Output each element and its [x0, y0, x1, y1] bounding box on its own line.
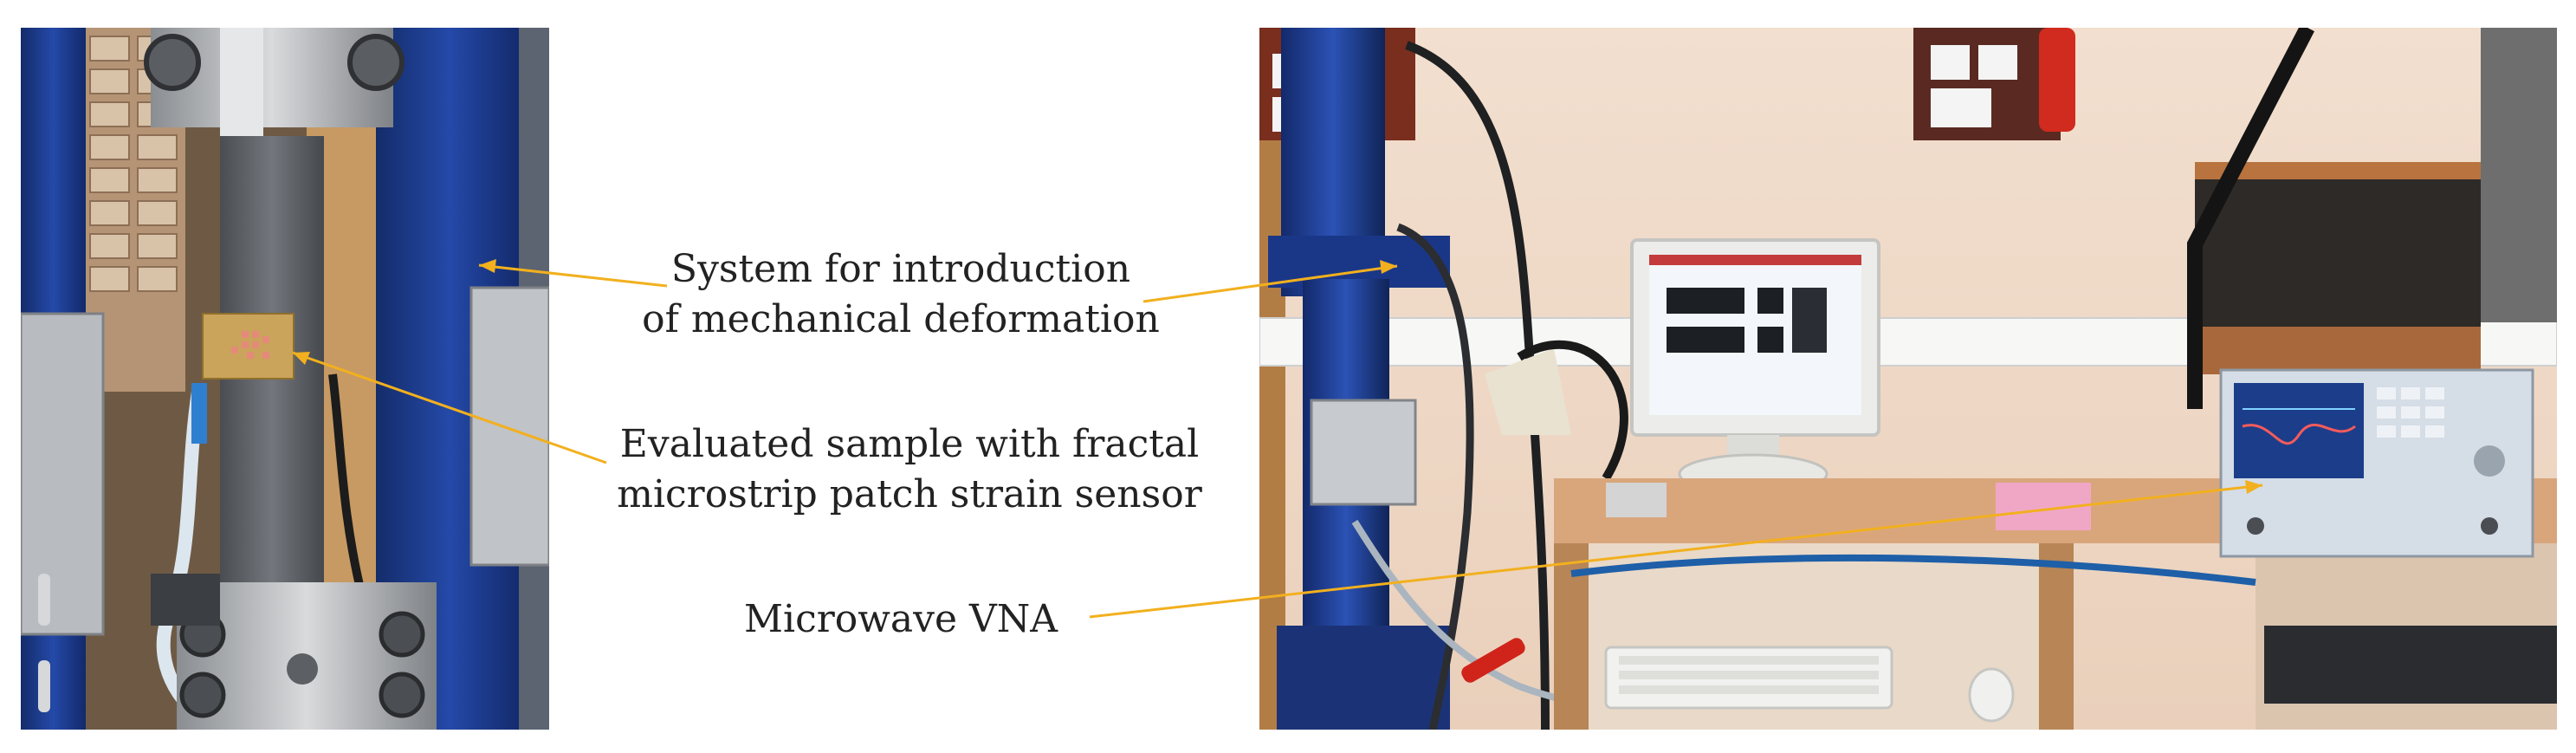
- lab-setup-illustration: [1259, 28, 2557, 730]
- label-evaluated-sample: Evaluated sample with fractal microstrip…: [598, 419, 1221, 520]
- photo-lab-setup: [1259, 28, 2557, 730]
- test-frame-illustration: [21, 28, 549, 730]
- label-deformation-system: System for introduction of mechanical de…: [632, 244, 1169, 345]
- photo-test-frame: [21, 28, 549, 730]
- label-sample-line1: Evaluated sample with fractal: [619, 422, 1200, 466]
- mouse: [1968, 667, 2015, 723]
- label-vna-text: Microwave VNA: [743, 597, 1058, 641]
- label-deformation-line2: of mechanical deformation: [642, 297, 1160, 341]
- fractal-pattern: [231, 331, 269, 359]
- label-deformation-line1: System for introduction: [670, 247, 1131, 291]
- red-plug: [2039, 28, 2075, 132]
- label-microwave-vna: Microwave VNA: [719, 594, 1083, 645]
- label-sample-line2: microstrip patch strain sensor: [617, 472, 1202, 516]
